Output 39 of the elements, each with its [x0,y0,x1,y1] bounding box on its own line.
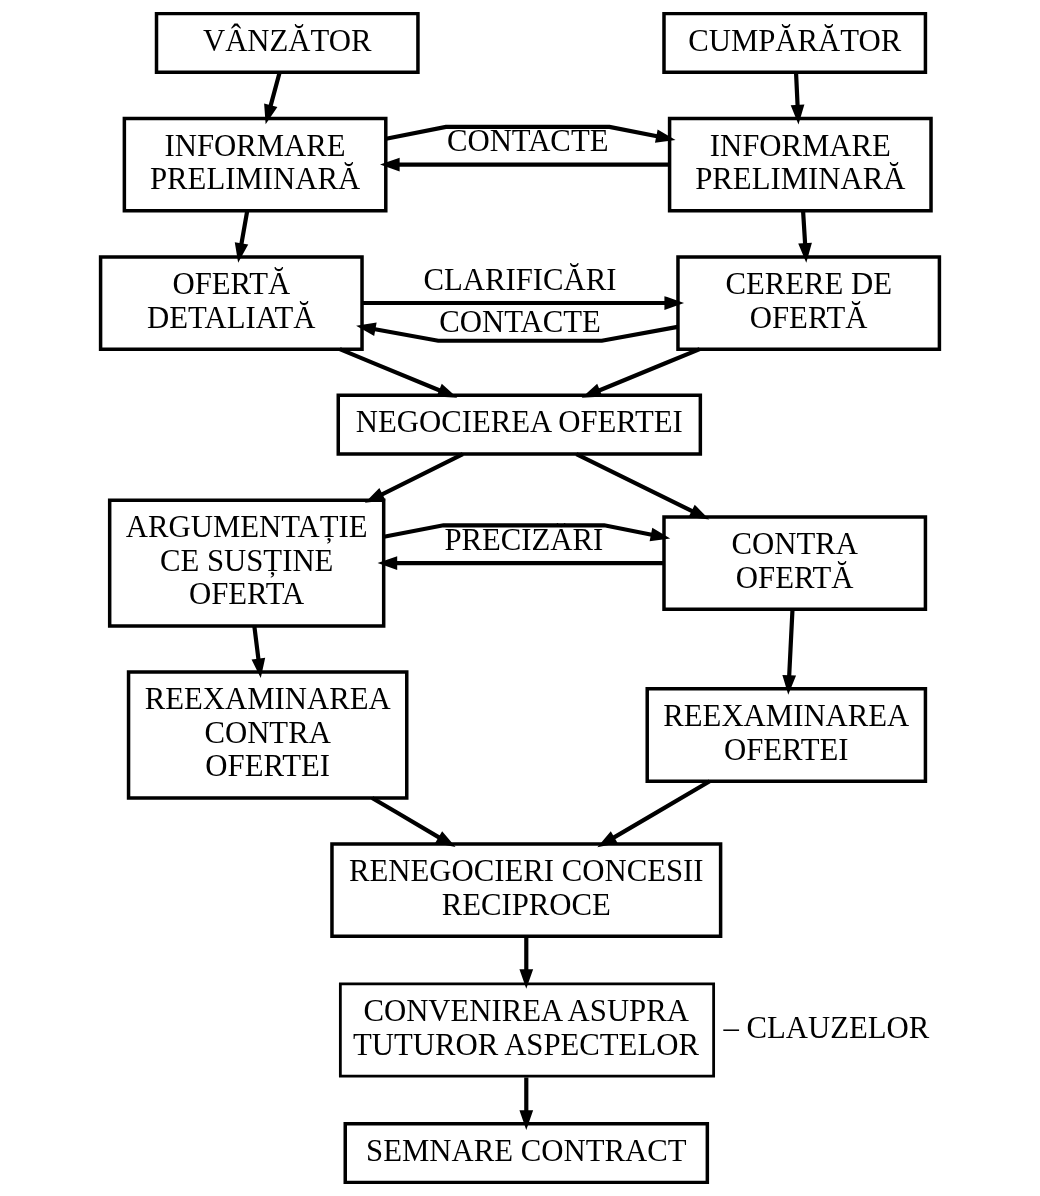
node-box: INFORMARE PRELIMINARĂ [122,116,388,213]
arrow [377,556,664,570]
node-box: REEXAMINAREA OFERTEI [645,687,928,783]
node-box: SEMNARE CONTRACT [343,1121,710,1185]
node-box: VÂNZĂTOR [154,11,420,75]
node-box: REEXAMINAREA CONTRA OFERTEI [126,670,409,800]
node-box: NEGOCIEREA OFERTEI [336,393,703,456]
arrow [798,210,812,263]
node-box: RENEGOCIERI CONCESII RECIPROCE [330,842,723,939]
node-box: CERERE DE OFERTĂ [676,255,942,351]
edge-label: CONTACTE [446,124,609,159]
node-box: CONVENIREA ASUPRA TUTUROR ASPECTELOR [338,982,716,1078]
arrow [385,124,676,143]
arrow [364,452,464,503]
arrow [339,347,458,398]
arrow [234,210,250,263]
node-box: INFORMARE PRELIMINARĂ [667,116,933,213]
arrow [782,609,797,695]
arrow [575,452,710,520]
arrow [264,72,282,125]
edge-label: CLARIFICĂRI [423,262,617,297]
arrow [356,322,679,343]
node-box: ARGUMENTAȚIE CE SUSȚINE OFERTA [107,498,386,628]
arrow [371,796,456,848]
arrow [251,625,266,679]
arrow [519,936,534,989]
node-box: OFERTĂ DETALIATĂ [98,255,364,351]
arrow [597,779,711,848]
node-box: CONTRA OFERTĂ [662,515,928,611]
edge-label: CONTACTE [439,304,601,339]
arrow [362,296,685,310]
edge-label: PRECIZĂRI [444,522,604,557]
arrow [380,157,670,172]
node-box: CUMPĂRĂTOR [662,11,928,75]
arrow [383,523,671,542]
arrow [581,347,701,398]
arrow [790,72,805,125]
node-label: – CLAUZELOR [723,1010,930,1045]
arrow [519,1077,534,1130]
